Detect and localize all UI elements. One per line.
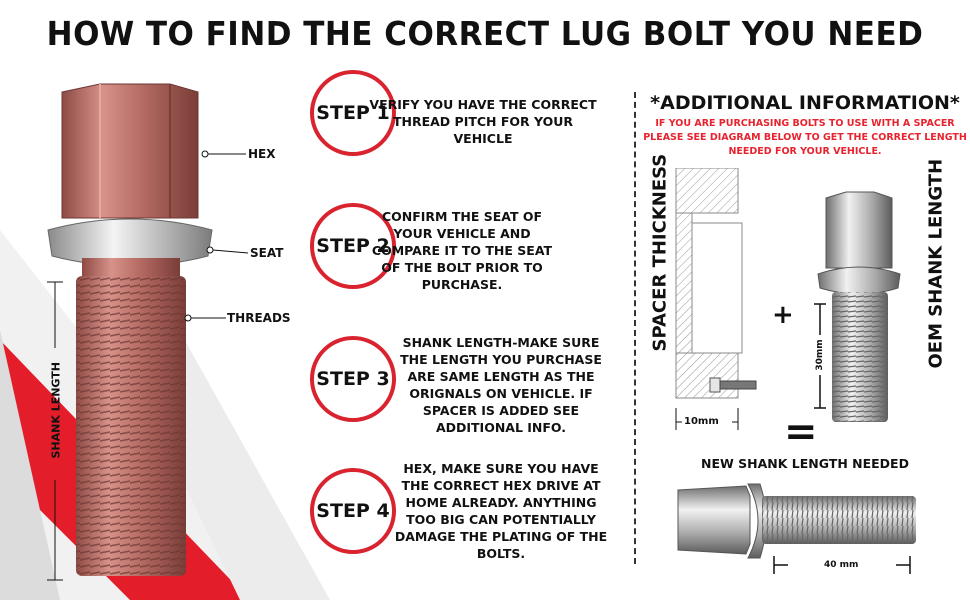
step-3-badge: STEP 3 — [310, 336, 396, 422]
section-divider — [634, 92, 636, 564]
new-length-label: 40 mm — [824, 560, 859, 570]
oem-shank-length-label: OEM SHANK LENGTH — [925, 158, 947, 369]
step-3-text: SHANK LENGTH-MAKE SURE THE LENGTH YOU PU… — [400, 335, 602, 435]
step-2-badge: STEP 2 — [310, 203, 396, 289]
spacer-thickness-label: SPACER THICKNESS — [649, 153, 671, 352]
equals-sign: = — [784, 409, 818, 455]
seat-callout-label: SEAT — [250, 246, 284, 260]
oem-length-label: 30mm — [815, 335, 825, 375]
step-2-text: CONFIRM THE SEAT OF YOUR VEHICLE AND COM… — [371, 209, 553, 292]
hex-callout-label: HEX — [248, 147, 276, 161]
additional-info-note: IF YOU ARE PURCHASING BOLTS TO USE WITH … — [643, 118, 967, 157]
step-1-text: VERIFY YOU HAVE THE CORRECT THREAD PITCH… — [369, 97, 597, 146]
page-title: HOW TO FIND THE CORRECT LUG BOLT YOU NEE… — [46, 14, 924, 53]
step-1-badge: STEP 1 — [310, 70, 396, 156]
callout-lines — [47, 153, 249, 581]
threads-callout-label: THREADS — [227, 311, 291, 325]
spacer-width-label: 10mm — [684, 416, 719, 427]
oem-chrome-bolt-image — [814, 191, 901, 422]
new-shank-length-label: NEW SHANK LENGTH NEEDED — [701, 456, 909, 471]
spacer-diagram — [675, 168, 757, 430]
new-chrome-bolt-image — [677, 483, 916, 574]
shank-length-callout-label: SHANK LENGTH — [49, 362, 63, 459]
step-4-text: HEX, MAKE SURE YOU HAVE THE CORRECT HEX … — [394, 461, 608, 561]
copper-lug-bolt-image — [47, 83, 214, 576]
plus-sign: + — [772, 300, 794, 330]
step-4-badge: STEP 4 — [310, 468, 396, 554]
additional-info-heading: *ADDITIONAL INFORMATION* — [650, 92, 960, 114]
